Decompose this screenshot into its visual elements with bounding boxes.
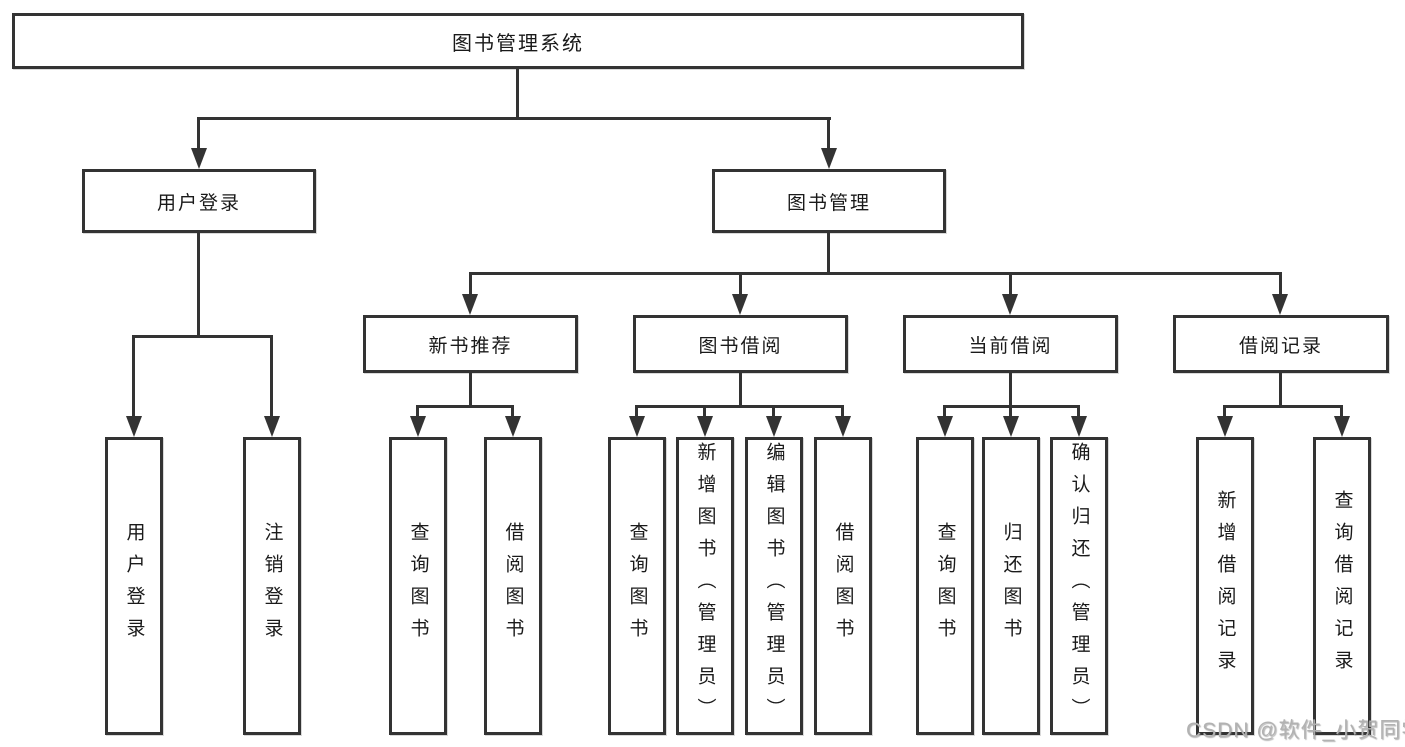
arrowhead-to-leaf-user-login (126, 416, 142, 437)
arrowhead-to-book-mgmt (821, 148, 837, 169)
edge-to-bb-edit-stem (772, 405, 775, 417)
node-book-management-label: 图书管理 (786, 192, 871, 214)
node-borrow-records: 借阅记录 (1173, 315, 1389, 373)
arrowhead-to-nb-query (410, 416, 426, 437)
leaf-bookborrow-edit-admin-label: 编辑图书（管理员） (763, 442, 785, 730)
leaf-current-query: 查询图书 (916, 437, 974, 735)
leaf-current-query-label: 查询图书 (934, 522, 956, 650)
edge-to-cb-confirm-stem (1077, 405, 1080, 417)
arrowhead-to-nb-borrow (505, 416, 521, 437)
leaf-bookborrow-add-admin: 新增图书（管理员） (676, 437, 734, 735)
node-new-book-recommend-label: 新书推荐 (428, 335, 513, 357)
csdn-watermark: CSDN @软件_小贺同学 (1186, 719, 1405, 742)
node-current-borrow: 当前借阅 (903, 315, 1118, 373)
edge-to-cb-query-stem (943, 405, 946, 417)
edge-to-br-query-stem (1340, 405, 1343, 417)
leaf-current-return-label: 归还图书 (1000, 522, 1022, 650)
edge-user-login-hline (132, 335, 273, 338)
edge-currentborrow-stem (1009, 373, 1012, 407)
arrowhead-to-bb-add (697, 416, 713, 437)
leaf-newbook-query-label: 查询图书 (407, 522, 429, 650)
leaf-current-return: 归还图书 (982, 437, 1040, 735)
edge-records-stem (1279, 373, 1282, 407)
leaf-newbook-borrow-label: 借阅图书 (502, 522, 524, 650)
leaf-logout: 注销登录 (243, 437, 301, 735)
arrowhead-to-bb-borrow (835, 416, 851, 437)
arrowhead-to-bookborrow (732, 294, 748, 315)
leaf-bookborrow-add-admin-label: 新增图书（管理员） (694, 442, 716, 730)
edge-level3-hline (469, 272, 1282, 275)
edge-to-bb-borrow-stem (841, 405, 844, 417)
edge-to-currentborrow-stem (1009, 272, 1012, 295)
arrowhead-to-bb-query (629, 416, 645, 437)
leaf-user-login-label: 用户登录 (123, 522, 145, 650)
arrowhead-to-br-add (1217, 416, 1233, 437)
leaf-bookborrow-edit-admin: 编辑图书（管理员） (745, 437, 803, 735)
edge-newbook-stem (469, 373, 472, 407)
arrowhead-to-records (1272, 294, 1288, 315)
node-root: 图书管理系统 (12, 13, 1024, 69)
leaf-bookborrow-borrow-label: 借阅图书 (832, 522, 854, 650)
node-root-label: 图书管理系统 (452, 32, 584, 55)
node-borrow-records-label: 借阅记录 (1238, 335, 1323, 357)
leaf-current-confirm-admin: 确认归还（管理员） (1050, 437, 1108, 735)
leaf-records-query-label: 查询借阅记录 (1331, 490, 1353, 682)
node-new-book-recommend: 新书推荐 (363, 315, 578, 373)
node-user-login-branch: 用户登录 (82, 169, 316, 233)
node-current-borrow-label: 当前借阅 (968, 335, 1053, 357)
leaf-bookborrow-borrow: 借阅图书 (814, 437, 872, 735)
arrowhead-to-br-query (1334, 416, 1350, 437)
edge-to-nb-borrow-stem (511, 405, 514, 417)
arrowhead-to-cb-query (937, 416, 953, 437)
edge-to-leaf-user-login-stem (132, 335, 135, 417)
leaf-user-login: 用户登录 (105, 437, 163, 735)
edge-newbook-hline (416, 405, 514, 408)
edge-bookborrow-hline (635, 405, 844, 408)
edge-to-newbook-stem (469, 272, 472, 295)
leaf-current-confirm-admin-label: 确认归还（管理员） (1068, 442, 1090, 730)
leaf-bookborrow-query-label: 查询图书 (626, 522, 648, 650)
arrowhead-to-newbook (462, 294, 478, 315)
leaf-records-add: 新增借阅记录 (1196, 437, 1254, 735)
node-book-borrow: 图书借阅 (633, 315, 848, 373)
leaf-newbook-borrow: 借阅图书 (484, 437, 542, 735)
leaf-records-query: 查询借阅记录 (1313, 437, 1371, 735)
arrowhead-to-leaf-logout (264, 416, 280, 437)
edge-to-records-stem (1279, 272, 1282, 295)
node-user-login-branch-label: 用户登录 (156, 192, 241, 214)
arrowhead-to-currentborrow (1002, 294, 1018, 315)
leaf-bookborrow-query: 查询图书 (608, 437, 666, 735)
arrowhead-to-cb-confirm (1071, 416, 1087, 437)
edge-user-login-stem (197, 233, 200, 337)
node-book-borrow-label: 图书借阅 (698, 335, 783, 357)
edge-to-book-mgmt-stem (827, 117, 830, 150)
leaf-newbook-query: 查询图书 (389, 437, 447, 735)
edge-records-hline (1223, 405, 1343, 408)
edge-book-mgmt-stem (827, 233, 830, 274)
edge-to-cb-return-stem (1009, 405, 1012, 417)
edge-root-stem (516, 68, 519, 120)
edge-bookborrow-stem (739, 373, 742, 407)
node-book-management: 图书管理 (712, 169, 946, 233)
edge-to-leaf-logout-stem (270, 335, 273, 417)
leaf-logout-label: 注销登录 (261, 522, 283, 650)
arrowhead-to-user-login (191, 148, 207, 169)
edge-to-user-login-stem (197, 117, 200, 150)
edge-level2-hline (197, 117, 831, 120)
edge-to-bb-add-stem (703, 405, 706, 417)
arrowhead-to-bb-edit (766, 416, 782, 437)
edge-to-br-add-stem (1223, 405, 1226, 417)
edge-to-bb-query-stem (635, 405, 638, 417)
arrowhead-to-cb-return (1003, 416, 1019, 437)
edge-to-nb-query-stem (416, 405, 419, 417)
edge-to-bookborrow-stem (739, 272, 742, 295)
leaf-records-add-label: 新增借阅记录 (1214, 490, 1236, 682)
